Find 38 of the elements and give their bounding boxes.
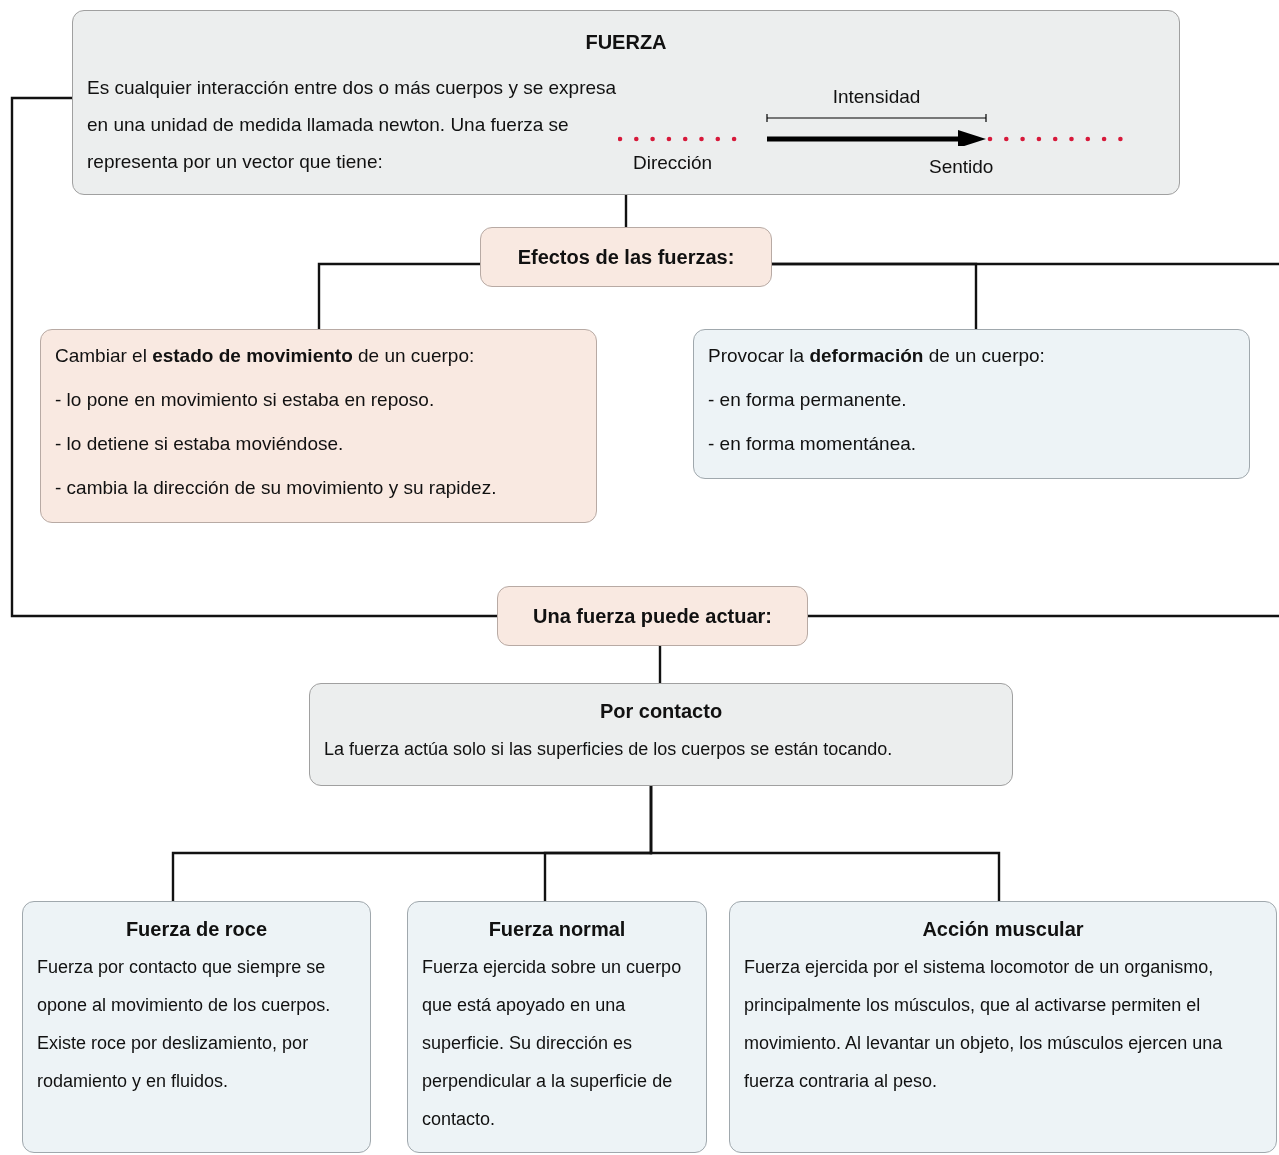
concept-box [729,901,1277,1153]
heading: Por contacto [598,699,724,724]
list-item: - lo pone en movimiento si estaba en reposo. [55,388,436,412]
heading: Acción muscular [921,917,1085,942]
connector-line [658,646,662,683]
connector-line [10,96,497,618]
list-item: - en forma momentánea. [708,432,918,456]
intro-text: Provocar la deformación de un cuerpo: [708,344,1046,368]
concept-box [309,683,1013,786]
intro-text: Cambiar el estado de movimiento de un cuerpo: [55,344,476,368]
definition-text: Es cualquier interacción entre dos o más cuerpos y se expresa en una unidad de medida llamada newton. Una fuerza se representa por un vector que tiene: [87,76,618,174]
concept-box [693,329,1250,479]
list-item: - en forma permanente. [708,388,908,412]
heading: Fuerza normal [487,917,627,942]
description-text: Fuerza ejercida por el sistema locomotor de un organismo, principalmente los músculos, que al activarse permiten el movimiento. Al levantar un objeto, los músculos ejercen una fuerza contraria al peso. [744,956,1224,1093]
connector-line [317,262,480,329]
heading: FUERZA [584,30,668,55]
concept-box [407,901,707,1153]
connector-line [624,195,628,227]
heading: Fuerza de roce [124,917,269,942]
vector-label: Intensidad [831,85,922,109]
description-text: La fuerza actúa solo si las superficies de los cuerpos se están tocando. [324,738,894,761]
list-item: - cambia la dirección de su movimiento y su rapidez. [55,476,498,500]
vector-label: Dirección [633,151,713,175]
concept-box [72,10,1180,195]
connector-line [772,262,1279,266]
vector-label: Sentido [929,155,994,179]
heading: Efectos de las fuerzas: [517,245,735,270]
concept-box [22,901,371,1153]
heading-box [480,227,772,287]
heading: Una fuerza puede actuar: [533,604,772,629]
list-item: - lo detiene si estaba moviéndose. [55,432,345,456]
connector-line [808,614,1279,618]
connector-line [649,786,1001,901]
description-text: Fuerza ejercida sobre un cuerpo que está apoyado en una superficie. Su dirección es perpendicular a la superficie de contacto. [422,956,683,1131]
concept-box [40,329,597,523]
heading-box [497,586,808,646]
description-text: Fuerza por contacto que siempre se opone al movimiento de los cuerpos. Existe roce por deslizamiento, por rodamiento y en fluidos. [37,956,332,1093]
